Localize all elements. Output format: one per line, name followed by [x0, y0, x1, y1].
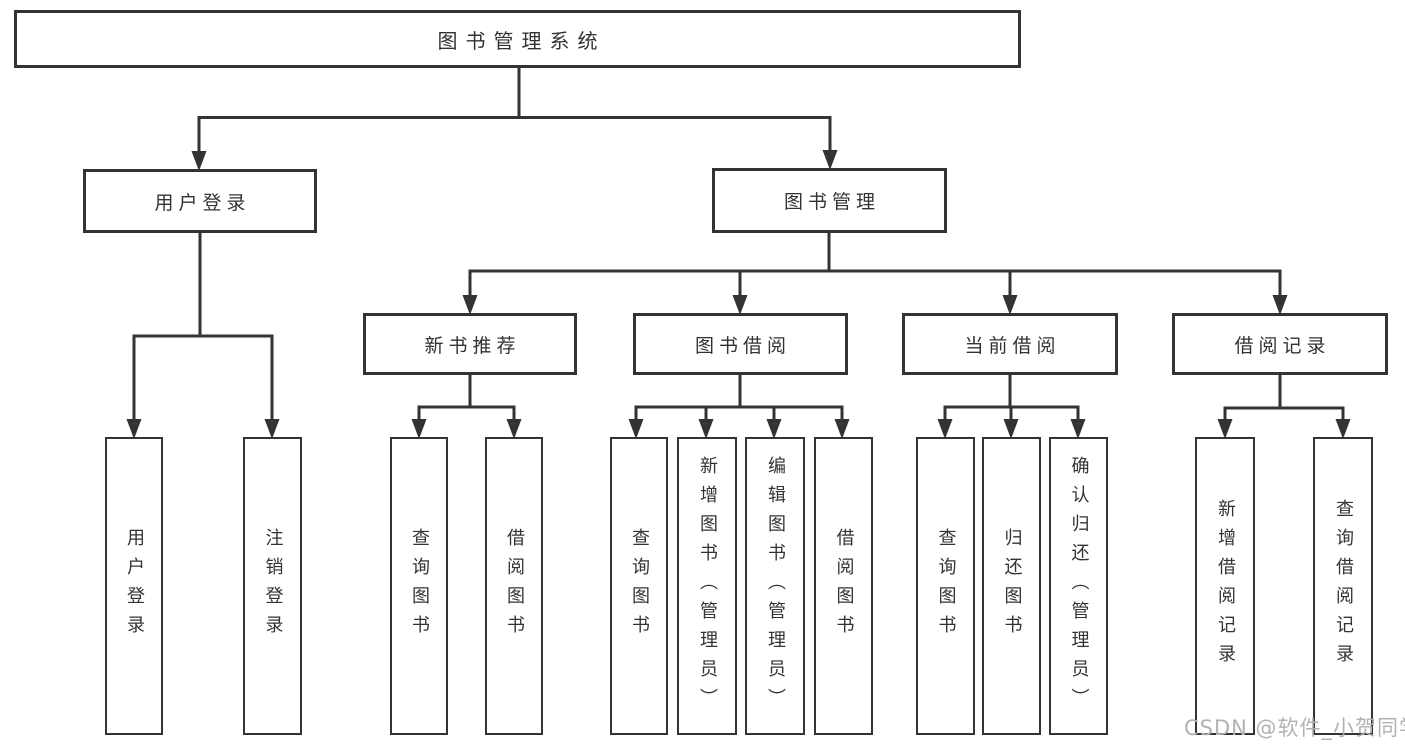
arrowhead: [1335, 419, 1351, 439]
arrowhead: [732, 295, 748, 315]
node-leaf-edit-book-admin: 编辑图书（管理员）: [745, 437, 805, 735]
node-leaf-query-books-current: 查询图书: [916, 437, 975, 735]
edge-root-to-level2: [197, 68, 832, 151]
node-leaf-query-books-recommend: 查询图书: [390, 437, 448, 735]
arrowhead: [698, 419, 714, 439]
edge-book-borrow-to-leaves: [634, 375, 844, 419]
arrowhead: [126, 419, 142, 439]
node-book-borrowing: 图书借阅: [633, 313, 848, 375]
arrowhead: [264, 419, 280, 439]
node-current-borrowing: 当前借阅: [902, 313, 1118, 375]
arrowhead: [191, 151, 207, 171]
node-leaf-add-book-admin: 新增图书（管理员）: [677, 437, 737, 735]
edge-book-management-to-level3: [468, 233, 1282, 295]
node-leaf-query-books-borrow: 查询图书: [610, 437, 668, 735]
edge-borrow-record-to-leaves: [1223, 375, 1345, 419]
node-leaf-user-login: 用户登录: [105, 437, 163, 735]
node-leaf-return-book: 归还图书: [982, 437, 1041, 735]
edge-new-book-to-leaves: [417, 375, 516, 419]
node-leaf-add-borrow-record: 新增借阅记录: [1195, 437, 1255, 735]
node-leaf-borrow-books-recommend: 借阅图书: [485, 437, 543, 735]
arrowhead: [1070, 419, 1086, 439]
edge-current-borrow-to-leaves: [943, 375, 1080, 419]
node-leaf-logout: 注销登录: [243, 437, 302, 735]
arrowhead: [1272, 295, 1288, 315]
arrowhead: [506, 419, 522, 439]
node-leaf-query-borrow-record: 查询借阅记录: [1313, 437, 1373, 735]
arrowhead: [822, 150, 838, 170]
node-leaf-confirm-return-admin: 确认归还（管理员）: [1049, 437, 1108, 735]
node-leaf-borrow-books: 借阅图书: [814, 437, 873, 735]
arrowhead: [1003, 419, 1019, 439]
node-book-management-branch: 图书管理: [712, 168, 947, 233]
arrowhead: [1002, 295, 1018, 315]
edge-user-login-to-leaves: [132, 233, 274, 419]
arrowhead: [462, 295, 478, 315]
node-new-book-recommendation: 新书推荐: [363, 313, 577, 375]
connector-strokes: [132, 68, 1345, 419]
arrowhead: [411, 419, 427, 439]
arrowhead: [1217, 419, 1233, 439]
arrowhead: [834, 419, 850, 439]
node-user-login-branch: 用户登录: [83, 169, 317, 233]
node-borrowing-records: 借阅记录: [1172, 313, 1388, 375]
arrowheads: [126, 150, 1351, 439]
arrowhead: [628, 419, 644, 439]
arrowhead: [766, 419, 782, 439]
node-library-management-system: 图书管理系统: [14, 10, 1021, 68]
arrowhead: [937, 419, 953, 439]
